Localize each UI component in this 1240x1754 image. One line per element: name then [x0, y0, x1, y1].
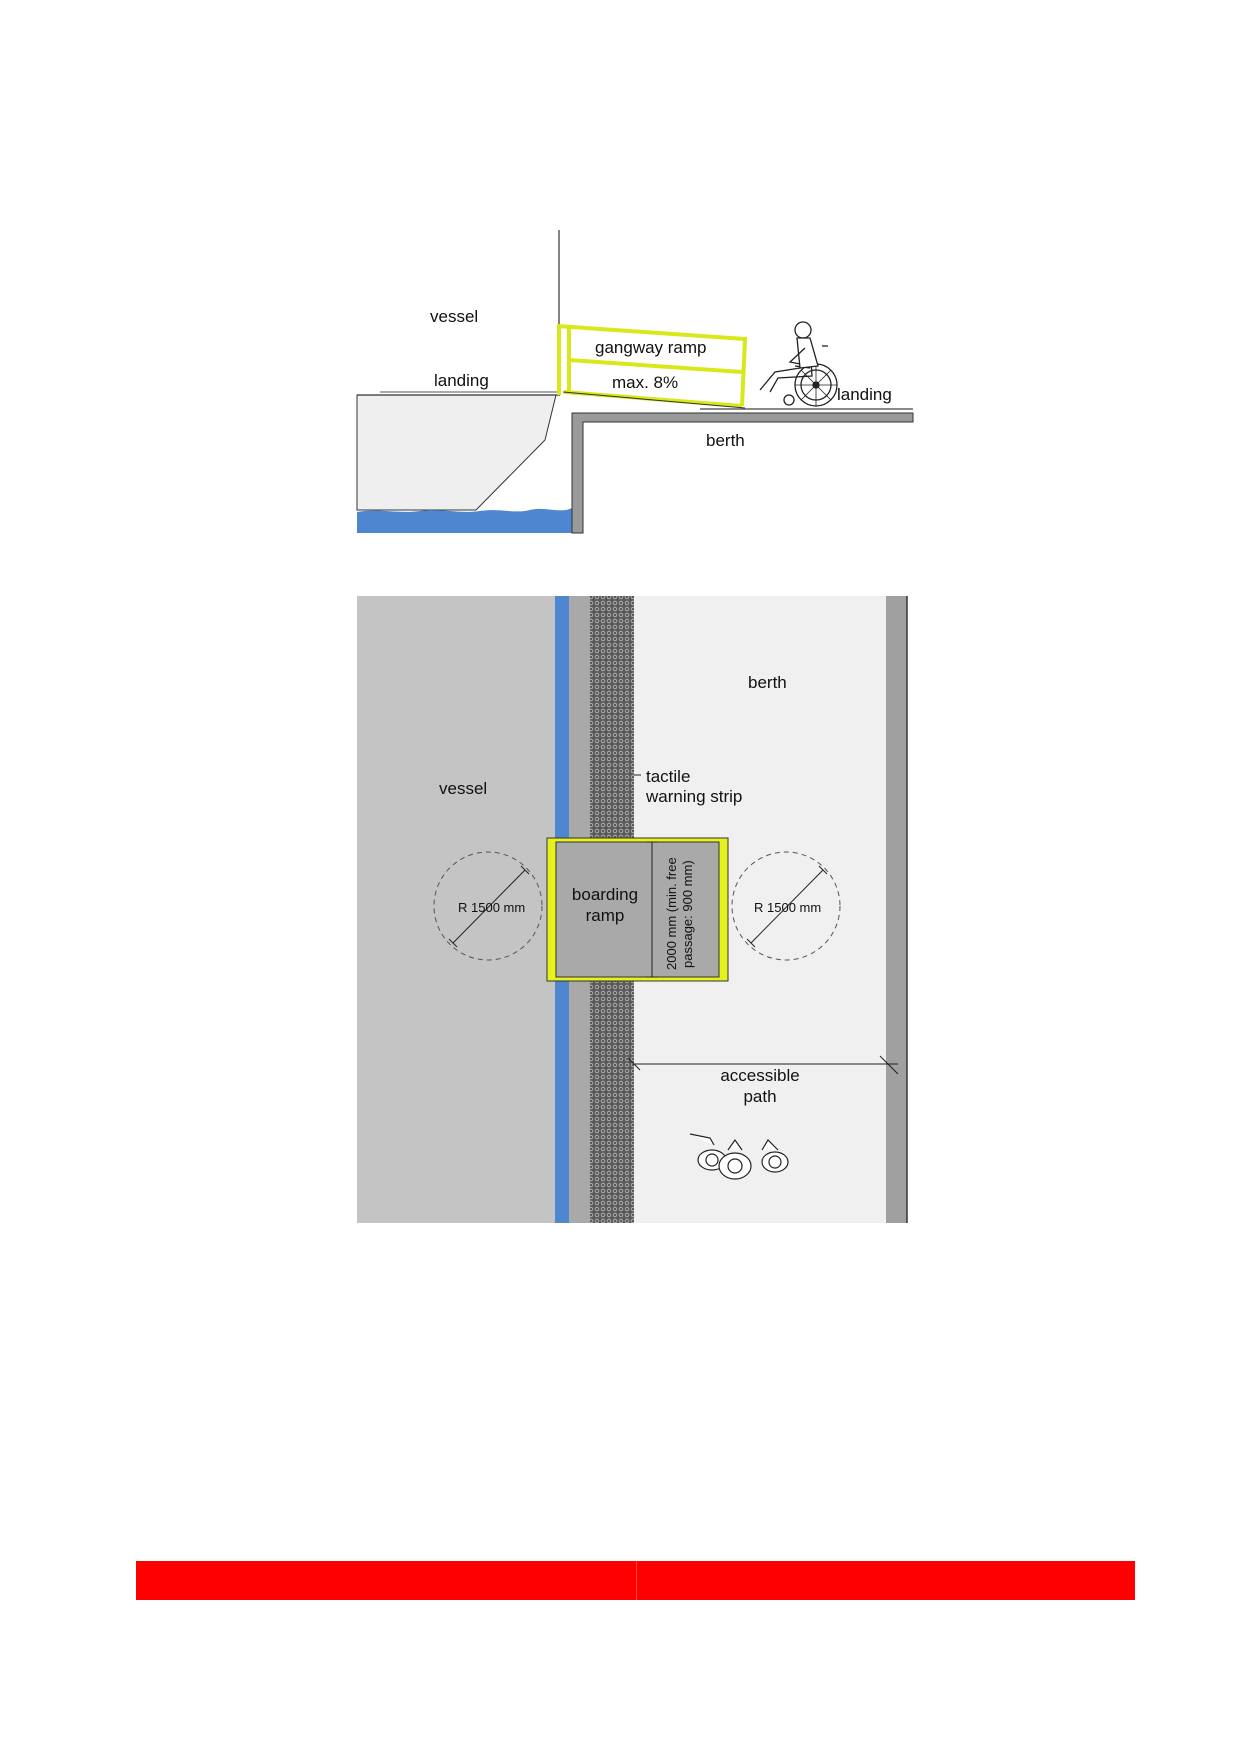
turning-circle-right — [731, 851, 841, 961]
plan-berth-wall — [886, 596, 907, 1223]
plan-view: berth vessel tactile warning strip R 150… — [357, 596, 908, 1223]
radius-right-label: R 1500 mm — [754, 900, 821, 915]
footer-bar — [136, 1561, 1135, 1600]
ramp-width-label-line2: passage: 900 mm) — [680, 860, 695, 968]
section-landing-right-label: landing — [837, 385, 892, 404]
accessible-path-label-line1: accessible — [720, 1066, 799, 1085]
turning-circle-left — [433, 851, 543, 961]
radius-left-label: R 1500 mm — [458, 900, 525, 915]
berth-wall — [571, 412, 914, 534]
accessible-path-label-line2: path — [743, 1087, 776, 1106]
gangway-ramp — [556, 324, 748, 408]
section-berth-label: berth — [706, 431, 745, 450]
section-landing-left-label: landing — [434, 371, 489, 390]
accessible-path-dimension — [627, 1055, 899, 1075]
section-view: vessel landing gangway ramp max. 8% land… — [356, 230, 914, 534]
vessel-hull — [356, 394, 557, 511]
plan-vessel-label: vessel — [439, 779, 487, 798]
water — [357, 508, 572, 533]
wheelchair-user-icon — [759, 321, 838, 407]
plan-vessel-area — [357, 596, 555, 1223]
section-gangway-label: gangway ramp — [595, 338, 707, 357]
tactile-label-line2: warning strip — [645, 787, 742, 806]
section-vessel-label: vessel — [430, 307, 478, 326]
boarding-ramp-label-line2: ramp — [586, 906, 625, 925]
boarding-ramp-label-line1: boarding — [572, 885, 638, 904]
ramp-width-label-line1: 2000 mm (min. free — [664, 857, 679, 970]
pedestrians-icon — [689, 1133, 789, 1180]
boarding-ramp — [546, 837, 729, 982]
section-slope-label: max. 8% — [612, 373, 678, 392]
tactile-label-line1: tactile — [646, 767, 690, 786]
footer-bar-divider — [636, 1561, 637, 1600]
plan-berth-label: berth — [748, 673, 787, 692]
